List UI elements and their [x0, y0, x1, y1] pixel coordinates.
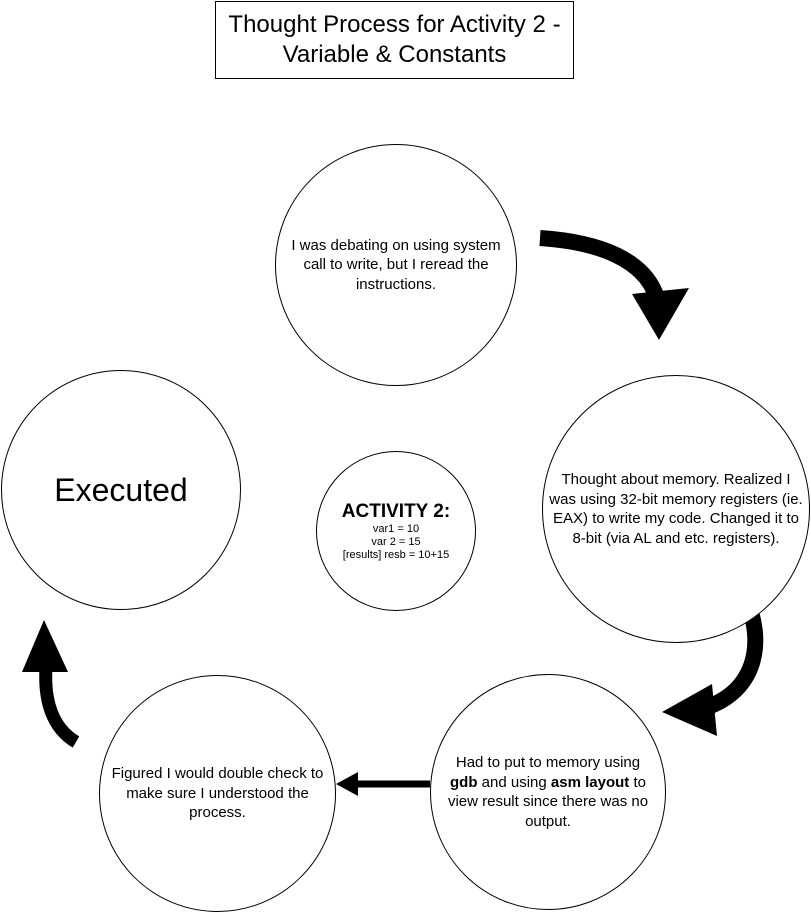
node-gdb-memory: Had to put to memory using gdb and using… [430, 674, 666, 910]
title-line-1: Thought Process for Activity 2 - [228, 11, 561, 38]
activity-heading: ACTIVITY 2: [341, 500, 451, 522]
text-part: and using [477, 773, 551, 791]
title-line-2: Variable & Constants [282, 41, 507, 68]
arrow-left-to-executed [39, 667, 80, 748]
text-part: Had to put to memory using [455, 754, 641, 771]
node-reread-instructions: I was debating on using system call to w… [275, 144, 517, 386]
bold-term-gdb: gdb [450, 773, 478, 791]
arrow-top-to-right [539, 230, 665, 301]
node-activity-summary: ACTIVITY 2: var1 = 10 var 2 = 15 [result… [316, 451, 476, 611]
activity-line-var1: var1 = 10 [372, 522, 420, 535]
arrow-bottom-to-left-head [336, 772, 358, 796]
activity-line-results: [results] resb = 10+15 [342, 548, 450, 561]
text-part: to view result since there was no output… [447, 773, 649, 830]
node-text: Had to put to memory using gdb and using… [441, 753, 656, 831]
node-text: Thought about memory. Realized I was usi… [549, 471, 803, 547]
node-memory-registers: Thought about memory. Realized I was usi… [542, 375, 810, 643]
node-double-check: Figured I would double check to make sur… [99, 675, 336, 912]
node-text: I was debating on using system call to w… [291, 236, 501, 293]
node-executed: Executed [1, 370, 241, 610]
arrow-right-to-bottom-head [662, 684, 717, 736]
node-text: Figured I would double check to make sur… [111, 765, 324, 822]
arrow-left-to-executed-head [22, 620, 68, 672]
arrow-top-to-right-head [632, 288, 689, 340]
node-text: Executed [54, 471, 188, 508]
bold-term-asm-layout: asm layout [550, 773, 630, 791]
diagram-title: Thought Process for Activity 2 - Variabl… [215, 1, 574, 79]
activity-line-var2: var 2 = 15 [371, 535, 421, 548]
